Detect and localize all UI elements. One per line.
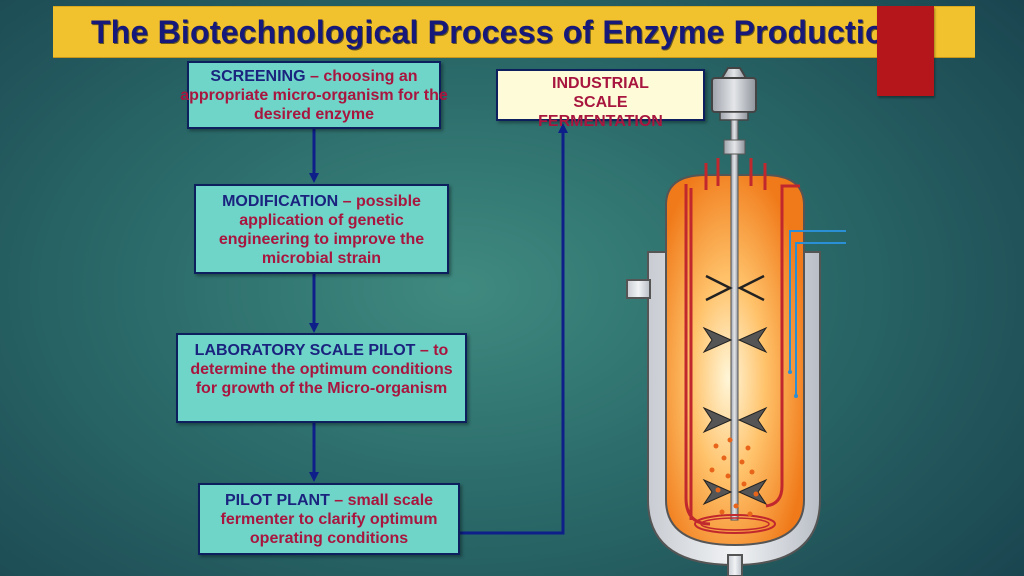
step-pilot-plant-text: – small scale fermenter to clarify optim… <box>220 492 438 547</box>
title-bar: The Biotechnological Process of Enzyme P… <box>53 6 975 58</box>
industrial-scale-box: INDUSTRIAL SCALE FERMENTATION <box>496 69 705 130</box>
impeller-lower <box>702 406 768 434</box>
agitator-shaft <box>730 119 739 521</box>
industrial-scale-label: INDUSTRIAL SCALE FERMENTATION <box>538 75 663 130</box>
step-lab-pilot-text: – to determine the optimum conditions fo… <box>190 342 453 397</box>
step-pilot-plant: PILOT PLANT – small scale fermenter to c… <box>198 483 460 555</box>
air-bubbles <box>709 437 759 517</box>
arrow-pilot-to-industrial <box>460 123 568 535</box>
sparger-ring <box>694 514 776 534</box>
fermenter-motor <box>711 77 757 113</box>
step-lab-pilot-keyword: LABORATORY SCALE PILOT <box>194 342 416 359</box>
jacket-port-bottom <box>727 554 743 576</box>
step-screening: SCREENING – choosing an appropriate micr… <box>180 61 448 129</box>
step-screening-keyword: SCREENING <box>210 68 306 85</box>
probe-lines <box>789 230 846 396</box>
step-lab-pilot: LABORATORY SCALE PILOT – to determine th… <box>176 333 467 423</box>
step-modification: MODIFICATION – possible application of g… <box>194 184 449 274</box>
impeller-upper <box>702 326 768 354</box>
inlet-pipes <box>684 158 800 526</box>
step-modification-keyword: MODIFICATION <box>222 193 339 210</box>
jacket-port-left <box>626 279 651 299</box>
step-screening-text: – choosing an appropriate micro-organism… <box>180 68 448 123</box>
impeller-top <box>705 274 765 302</box>
step-modification-text: – possible application of genetic engine… <box>218 193 425 267</box>
page-title: The Biotechnological Process of Enzyme P… <box>91 13 905 50</box>
accent-tab <box>877 6 934 96</box>
step-pilot-plant-keyword: PILOT PLANT <box>224 492 330 509</box>
